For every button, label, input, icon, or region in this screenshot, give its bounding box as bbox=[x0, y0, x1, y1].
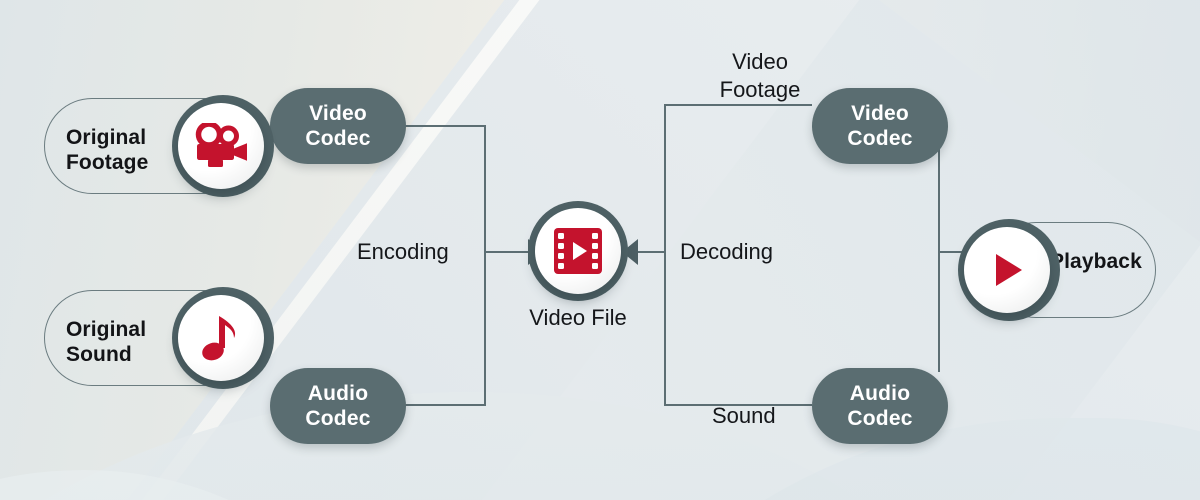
audio-codec-encode-line1: Audio bbox=[307, 382, 369, 405]
connector-playback-bracket bbox=[938, 138, 940, 372]
connector-audio-codec-to-bracket bbox=[404, 404, 486, 406]
audio-codec-decode-line1: Audio bbox=[849, 382, 911, 405]
playback-badge[interactable] bbox=[964, 227, 1050, 313]
video-footage-stream-label: Video Footage bbox=[719, 49, 801, 102]
film-strip-play-icon bbox=[554, 228, 602, 274]
video-codec-decode-node[interactable]: Video Codec bbox=[812, 88, 948, 164]
video-codec-decode-line1: Video bbox=[851, 102, 909, 125]
movie-camera-icon bbox=[195, 123, 247, 167]
connector-bracket-to-audio-codec bbox=[664, 404, 812, 406]
encoding-label: Encoding bbox=[357, 239, 449, 264]
video-codec-encode-line2: Codec bbox=[305, 127, 371, 150]
connector-decode-bracket bbox=[664, 104, 666, 406]
video-file-caption: Video File bbox=[529, 305, 627, 330]
original-footage-label: Original Footage bbox=[66, 126, 149, 174]
video-codec-decode-line2: Codec bbox=[847, 127, 913, 150]
video-codec-encode-node[interactable]: Video Codec bbox=[270, 88, 406, 164]
video-file-badge[interactable] bbox=[535, 208, 621, 294]
original-sound-badge[interactable] bbox=[178, 295, 264, 381]
connector-bracket-to-video-codec bbox=[664, 104, 812, 106]
audio-codec-decode-line2: Codec bbox=[847, 407, 913, 430]
original-footage-badge[interactable] bbox=[178, 103, 264, 189]
music-note-icon bbox=[202, 316, 236, 361]
play-triangle-icon bbox=[996, 254, 1022, 286]
decoding-label: Decoding bbox=[680, 239, 773, 264]
original-sound-label: Original Sound bbox=[66, 318, 147, 366]
sound-stream-label: Sound bbox=[712, 403, 776, 428]
connector-video-codec-to-bracket bbox=[404, 125, 486, 127]
playback-label: Playback bbox=[1050, 250, 1142, 273]
video-codec-encode-line1: Video bbox=[309, 102, 367, 125]
audio-codec-encode-line2: Codec bbox=[305, 407, 371, 430]
audio-codec-encode-node[interactable]: Audio Codec bbox=[270, 368, 406, 444]
connector-bracket-to-video-file bbox=[484, 251, 546, 253]
connector-encode-bracket bbox=[484, 125, 486, 406]
audio-codec-decode-node[interactable]: Audio Codec bbox=[812, 368, 948, 444]
connector-bracket-to-playback bbox=[938, 251, 970, 253]
